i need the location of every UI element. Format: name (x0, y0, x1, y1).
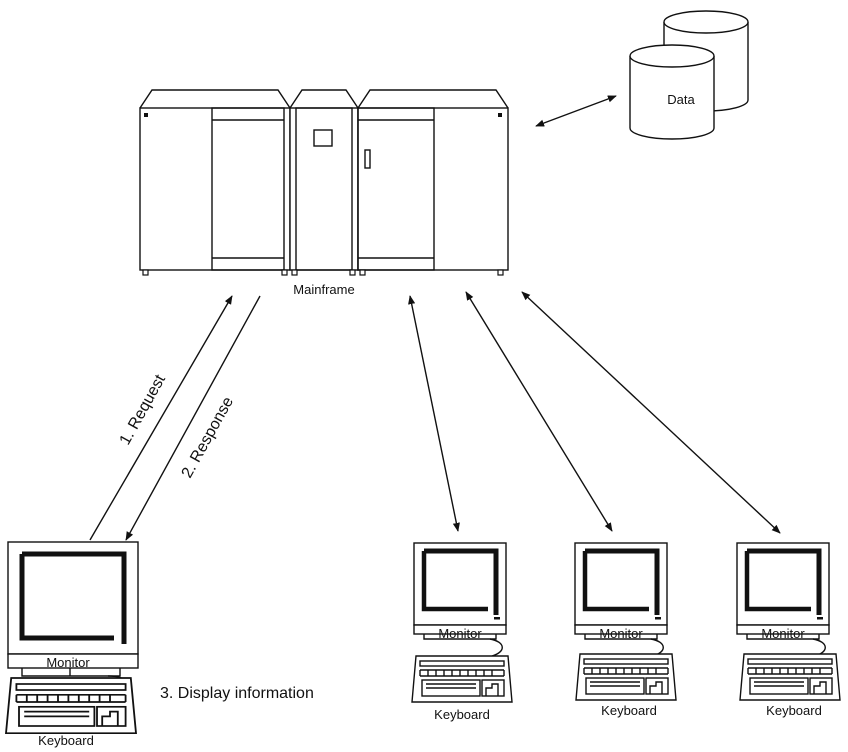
display-information-label: 3. Display information (160, 685, 314, 702)
terminal-4-monitor-label: Monitor (761, 626, 805, 641)
terminal-1-keyboard-label: Keyboard (38, 733, 94, 748)
terminal-4-link (521, 291, 781, 534)
terminal-2-link (408, 295, 460, 532)
terminal-1-monitor-label: Monitor (46, 655, 90, 670)
terminal-4-keyboard-label: Keyboard (766, 703, 822, 718)
request-label: 1. Request (117, 372, 170, 448)
terminal-2-monitor-label: Monitor (438, 626, 482, 641)
terminal-2 (411, 543, 513, 703)
mainframe-icon (139, 89, 509, 276)
terminal-3-monitor-label: Monitor (599, 626, 643, 641)
monitor-icon (737, 543, 829, 639)
data-store-label: Data (667, 92, 695, 107)
mainframe-data-arrow (535, 95, 617, 127)
keyboard-icon (575, 653, 677, 701)
terminal-3-link (465, 291, 613, 532)
terminal-3 (575, 543, 677, 701)
mainframe-label: Mainframe (293, 282, 354, 297)
monitor-icon (575, 543, 667, 639)
terminal-2-keyboard-label: Keyboard (434, 707, 490, 722)
terminal-3-keyboard-label: Keyboard (601, 703, 657, 718)
keyboard-icon (5, 677, 137, 735)
keyboard-icon (411, 655, 513, 703)
terminal-4 (737, 543, 841, 701)
response-arrow (125, 295, 261, 541)
data-store-icon (629, 10, 749, 140)
keyboard-icon (739, 653, 841, 701)
response-label: 2. Response (179, 394, 237, 481)
terminal-1 (5, 542, 138, 735)
request-arrow (89, 295, 233, 541)
monitor-icon (414, 543, 506, 639)
